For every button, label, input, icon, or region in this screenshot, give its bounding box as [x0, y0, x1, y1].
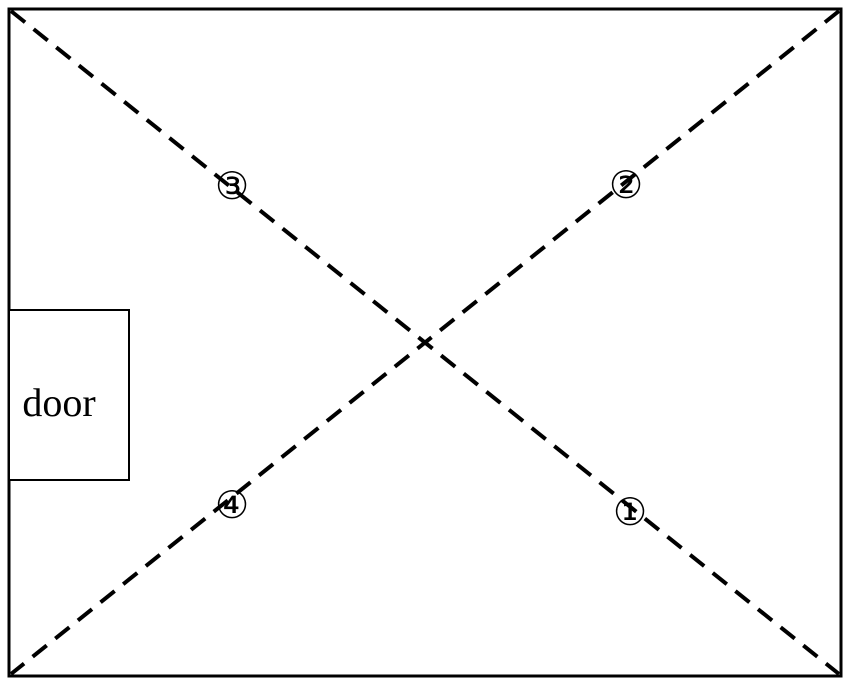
marker-1: ① [613, 490, 647, 534]
marker-2: ② [609, 163, 643, 207]
marker-3-label: ③ [215, 164, 249, 208]
door-box [8, 309, 130, 481]
marker-2-label: ② [609, 163, 643, 207]
door: door [8, 309, 130, 481]
diagonal-line-top-right-to-bottom-left [9, 9, 841, 676]
marker-4-label: ④ [215, 483, 249, 527]
marker-1-label: ① [613, 490, 647, 534]
marker-3: ③ [215, 164, 249, 208]
door-label: door [22, 380, 95, 425]
marker-4: ④ [215, 483, 249, 527]
